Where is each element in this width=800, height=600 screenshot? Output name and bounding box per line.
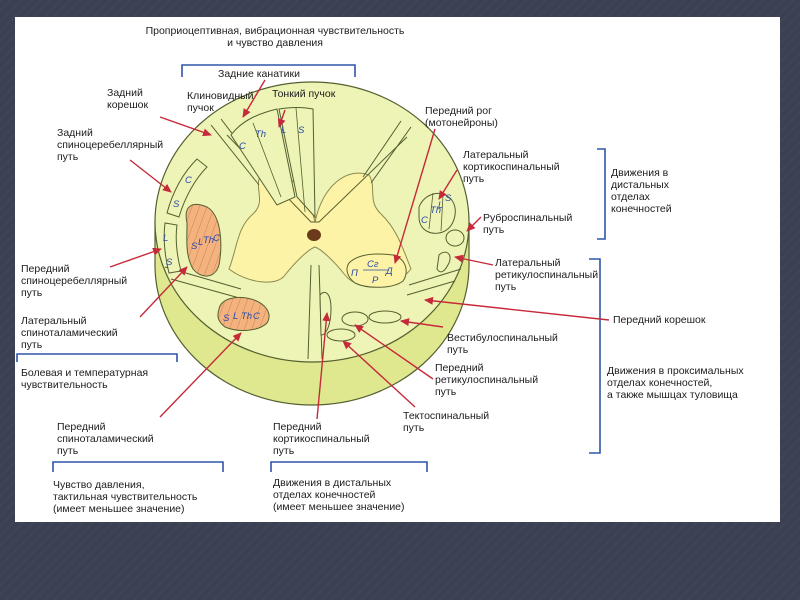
slide-canvas: C Th L S C S L S S L Th C S L Th C C Th … — [15, 17, 780, 522]
bracket-pressure — [52, 461, 224, 472]
label-anterior-spinothalamic: Передний спиноталамический путь — [57, 421, 154, 457]
lateral-corticospinal-tract — [418, 192, 456, 234]
pointer-arrows — [109, 79, 610, 420]
tract-letter: Th — [241, 311, 252, 322]
posterior-spinocerebellar-tract — [166, 158, 208, 218]
rubrospinal-tract — [445, 229, 465, 247]
bracket-dorsal-columns — [181, 64, 356, 77]
central-canal — [307, 229, 321, 241]
label-anterior-horn: Передний рог (мотонейроны) — [425, 105, 498, 129]
tract-letter: Д — [385, 266, 393, 277]
tract-letter: L — [281, 125, 286, 136]
tract-letter: S — [173, 199, 180, 210]
label-lateral-spinothalamic: Латеральный спиноталамический путь — [21, 315, 118, 351]
brackets — [16, 64, 606, 472]
vestibulospinal-tract — [368, 310, 402, 324]
label-proximal-movements: Движения в проксимальных отделах конечно… — [607, 365, 744, 401]
tract-letter: S — [445, 193, 452, 204]
label-tectospinal: Тектоспинальный путь — [403, 410, 490, 434]
tract-letter: L — [163, 233, 168, 244]
tract-letter: Th — [255, 129, 266, 140]
tract-letter: Th — [203, 235, 214, 246]
label-fasciculus-cuneatus: Клиновидный пучок — [187, 90, 254, 114]
bracket-distal-minor — [270, 461, 428, 472]
tract-letter: S — [166, 257, 173, 268]
label-anterior-reticulospinal: Передний ретикулоспинальный путь — [435, 362, 539, 398]
label-lateral-reticulospinal: Латеральный ретикулоспинальный путь — [495, 257, 599, 293]
label-pain-temperature: Болевая и температурная чувствительность — [21, 367, 149, 391]
tract-letter: L — [198, 237, 203, 248]
lateral-spinothalamic-tract — [185, 203, 222, 277]
tract-letter: S — [223, 313, 230, 324]
tectospinal-tract — [326, 328, 356, 342]
label-posterior-spinocerebellar: Задний спиноцеребеллярный путь — [57, 127, 164, 163]
anterior-horn-nuclei — [346, 253, 407, 288]
tract-letter: C — [213, 233, 220, 244]
dorsal-column-tracts — [230, 107, 316, 219]
bracket-pain-temp — [16, 353, 178, 362]
label-anterior-spinocerebellar: Передний спиноцеребеллярный путь — [21, 263, 128, 299]
tract-letter: S — [191, 241, 198, 252]
tract-letter: C — [185, 175, 192, 186]
fasciculus-cuneatus — [230, 108, 296, 206]
ventral-root-groove-right — [406, 268, 462, 296]
anterior-reticulospinal-tract — [341, 311, 369, 327]
label-proprioceptive: Проприоцептивная, вибрационная чувствите… — [145, 25, 405, 49]
tract-letter: C — [239, 141, 246, 152]
bracket-distal-right — [597, 148, 606, 240]
label-distal-movements: Движения в дистальных отделах конечносте… — [611, 167, 672, 215]
tract-letter: C — [421, 215, 428, 226]
tract-letter: П — [351, 268, 358, 279]
label-distal-movements-minor: Движения в дистальных отделах конечносте… — [273, 477, 405, 513]
label-lateral-corticospinal: Латеральный кортикоспинальный путь — [463, 149, 560, 185]
label-vestibulospinal: Вестибулоспинальный путь — [447, 332, 558, 356]
label-fasciculus-gracilis: Тонкий пучок — [272, 88, 336, 100]
label-rubrospinal: Руброспинальный путь — [483, 212, 573, 236]
tract-letter: Сг — [367, 259, 379, 270]
tract-letter: Р — [372, 275, 379, 286]
tract-letter: C — [253, 311, 260, 322]
dorsal-root-groove-right — [362, 120, 412, 184]
tract-letter: L — [438, 200, 443, 211]
label-dorsal-root: Задний корешок — [107, 87, 149, 111]
label-dorsal-columns: Задние канатики — [218, 68, 300, 80]
anterior-spinothalamic-tract — [217, 296, 270, 331]
label-pressure-tactile: Чувство давления, тактильная чувствитель… — [53, 479, 198, 515]
bracket-proximal-right — [589, 258, 601, 454]
tract-letter: S — [298, 125, 305, 136]
label-anterior-corticospinal: Передний кортикоспинальный путь — [273, 421, 370, 457]
label-ventral-root: Передний корешок — [613, 314, 706, 326]
fasciculus-gracilis — [278, 107, 316, 219]
tract-letter: Th — [430, 205, 441, 216]
tract-letter: L — [233, 311, 238, 322]
spinal-cord-diagram: C Th L S C S L S S L Th C S L Th C C Th … — [16, 64, 610, 472]
lateral-reticulospinal-tract — [436, 251, 451, 273]
